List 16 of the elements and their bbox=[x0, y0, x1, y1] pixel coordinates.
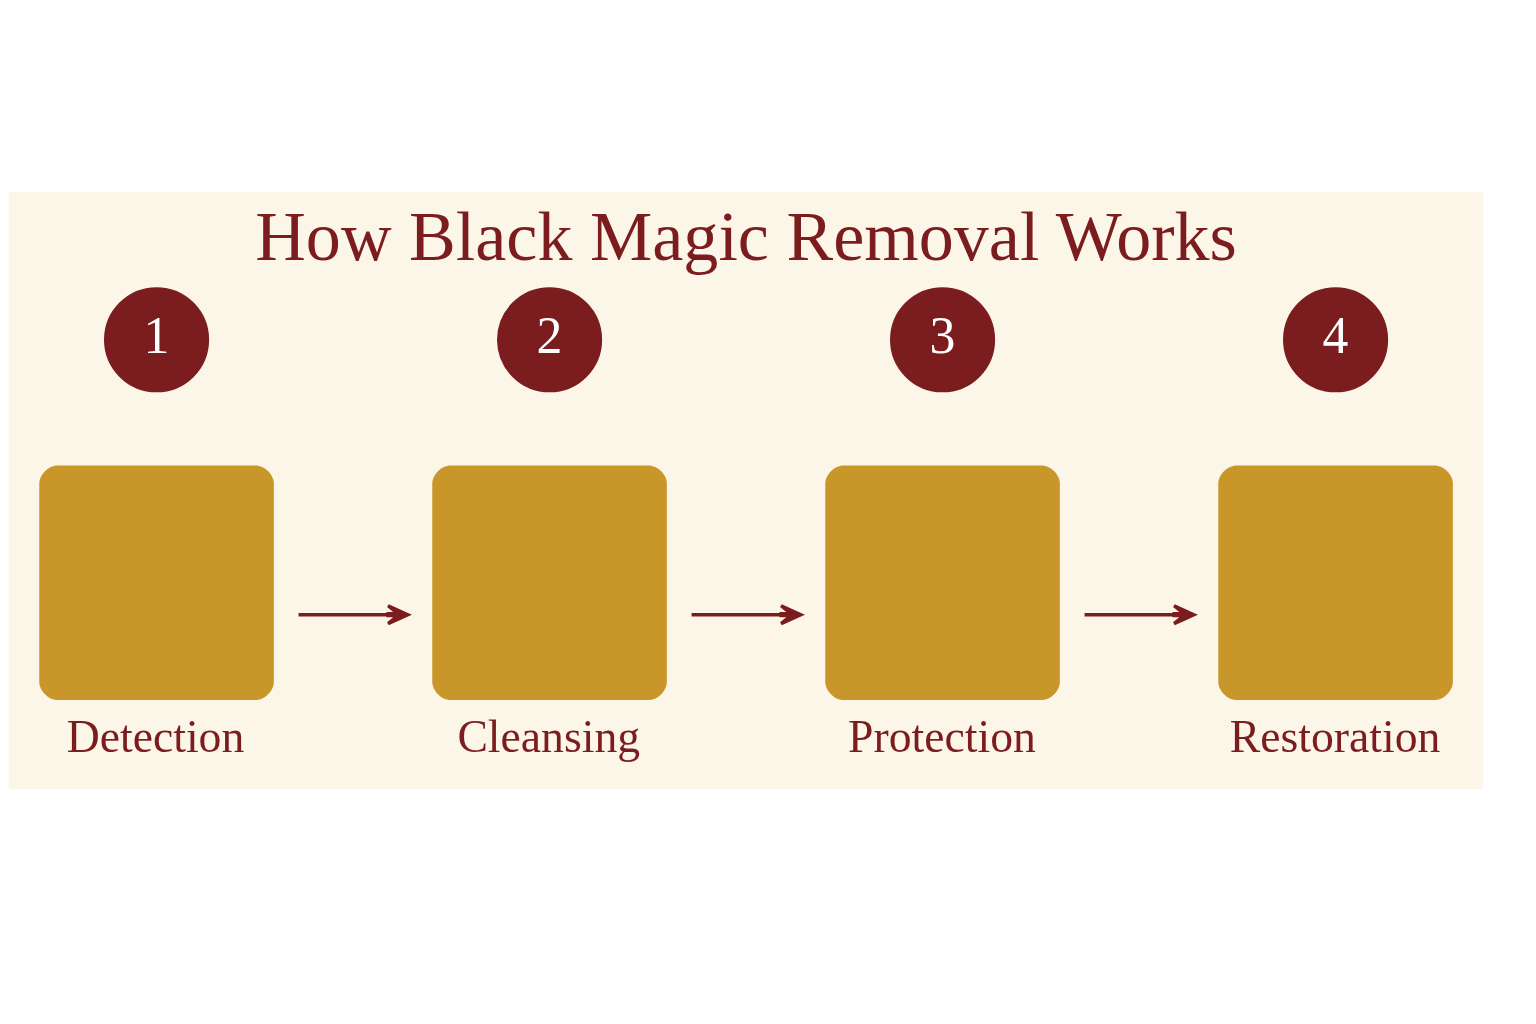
diagram-title: How Black Magic Removal Works bbox=[255, 197, 1237, 275]
node-circle: 4 bbox=[1283, 286, 1389, 392]
arrow bbox=[298, 603, 410, 625]
node-box bbox=[1218, 464, 1453, 700]
node-circle: 2 bbox=[497, 286, 603, 392]
node-label: Protection bbox=[848, 710, 1036, 762]
node-label: Detection bbox=[66, 710, 245, 762]
node-box bbox=[39, 464, 274, 700]
node-circle: 1 bbox=[104, 286, 210, 392]
arrow bbox=[691, 603, 803, 625]
node-box bbox=[825, 464, 1060, 700]
arrow bbox=[1084, 603, 1196, 625]
node-circle: 3 bbox=[890, 286, 996, 392]
node-label: Cleansing bbox=[457, 710, 641, 762]
node-label: Restoration bbox=[1229, 710, 1441, 762]
node-box bbox=[432, 464, 667, 700]
